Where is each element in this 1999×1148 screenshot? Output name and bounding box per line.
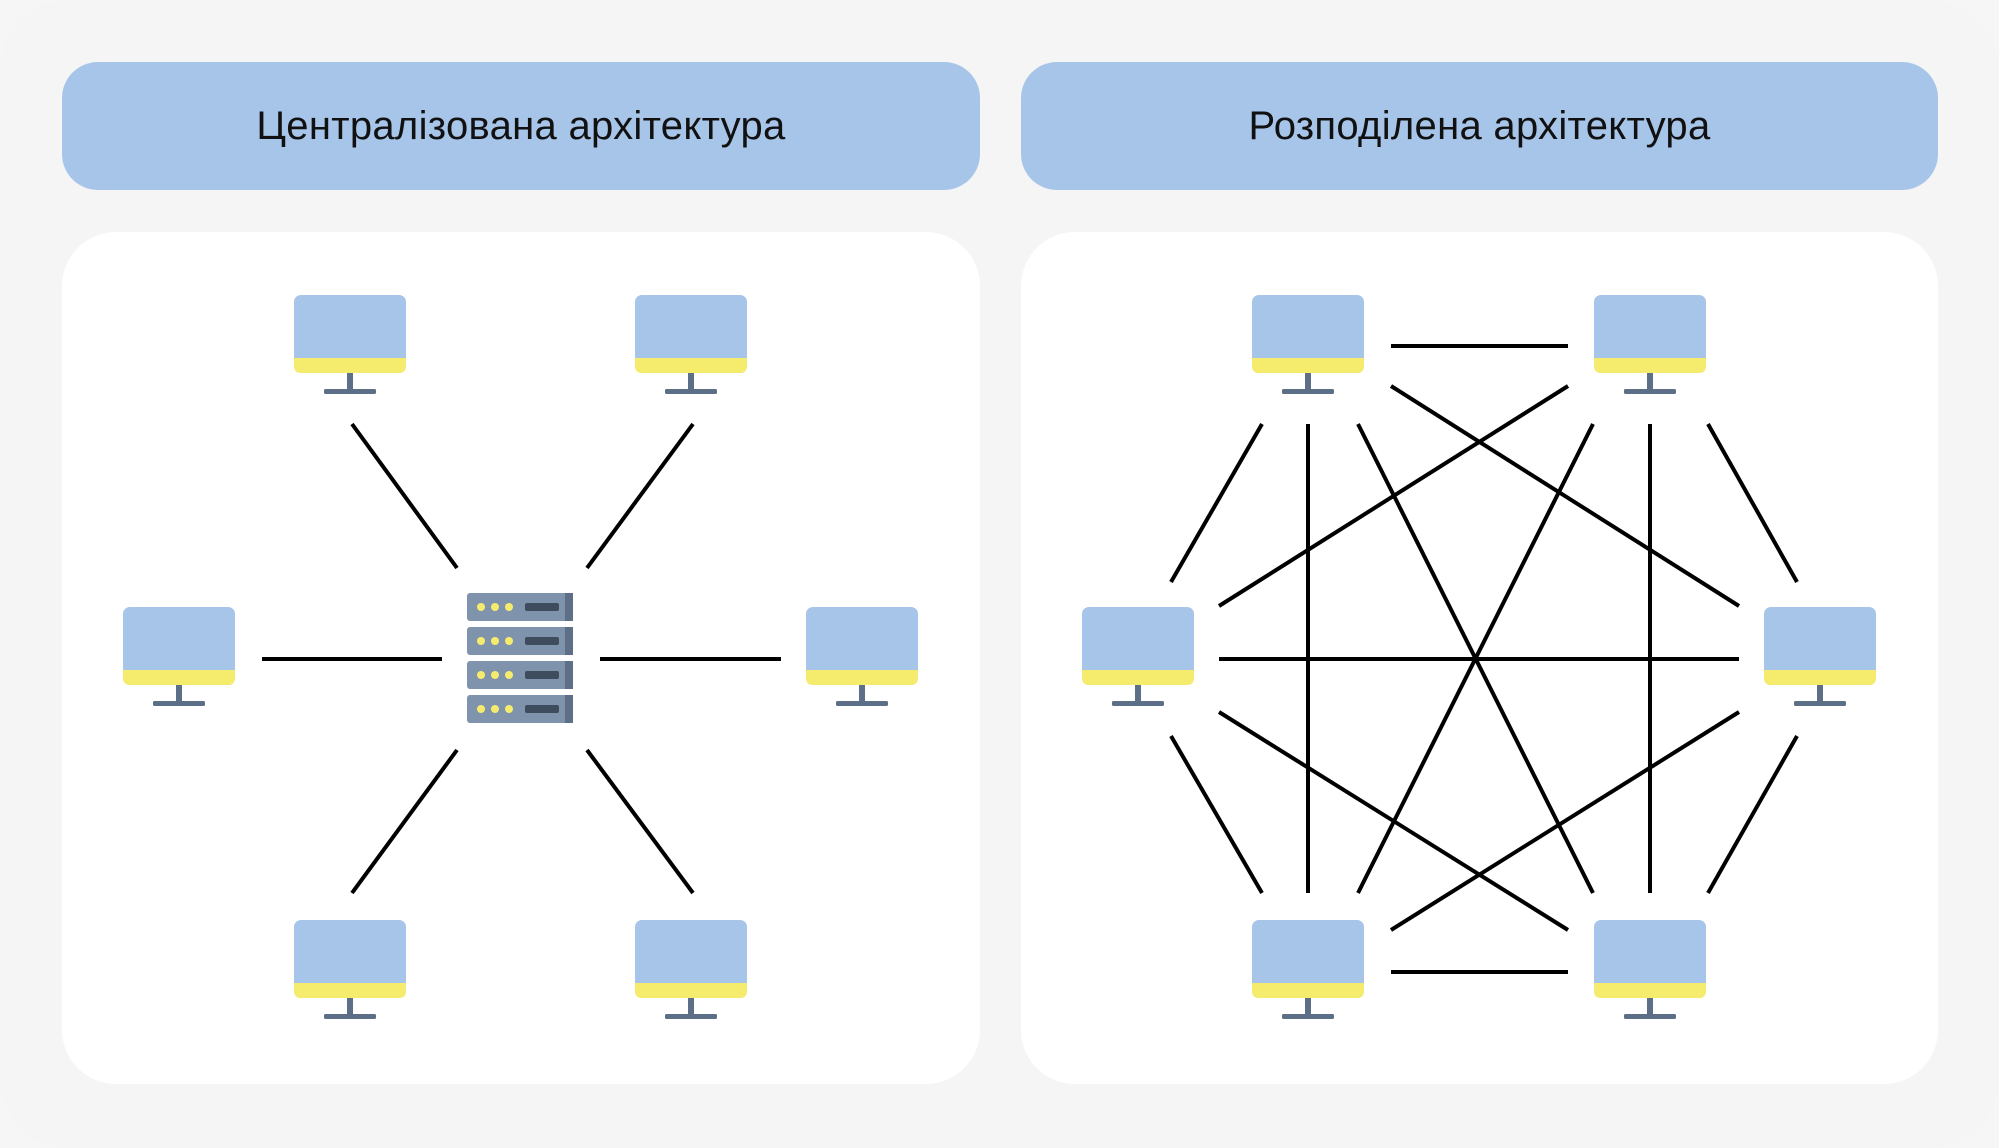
edge-tr-ml bbox=[1217, 384, 1570, 608]
distributed-edges bbox=[1169, 344, 1799, 974]
distributed-title-banner: Розподілена архітектура bbox=[1021, 62, 1938, 190]
edge-server-bottom-left bbox=[350, 748, 459, 895]
edge-tl-mr bbox=[1389, 384, 1741, 608]
centralized-title-banner: Централізована архітектура bbox=[62, 62, 980, 190]
edge-mr-bl bbox=[1389, 710, 1741, 932]
edge-tr-bl bbox=[1356, 423, 1595, 894]
edge-tl-ml bbox=[1169, 423, 1264, 583]
monitor-icon bbox=[635, 295, 747, 394]
monitor-icon bbox=[294, 295, 406, 394]
server-unit bbox=[467, 661, 573, 689]
distributed-title: Розподілена архітектура bbox=[1248, 103, 1711, 148]
edge-server-top-left bbox=[350, 422, 459, 570]
edge-server-top-right bbox=[585, 422, 695, 570]
centralized-title: Централізована архітектура bbox=[256, 103, 786, 148]
server-rack-icon bbox=[467, 593, 573, 723]
centralized-edges bbox=[262, 422, 781, 895]
monitor-icon bbox=[1082, 607, 1194, 706]
monitor-icon bbox=[635, 920, 747, 1019]
server-unit bbox=[467, 695, 573, 723]
monitor-icon bbox=[1252, 920, 1364, 1019]
monitor-icon bbox=[123, 607, 235, 706]
edge-mr-br bbox=[1706, 735, 1799, 894]
edge-ml-bl bbox=[1169, 734, 1264, 895]
server-unit bbox=[467, 593, 573, 621]
edge-tr-mr bbox=[1706, 423, 1799, 583]
monitor-icon bbox=[1594, 295, 1706, 394]
edge-ml-br bbox=[1217, 710, 1570, 932]
monitor-icon bbox=[1252, 295, 1364, 394]
monitor-icon bbox=[294, 920, 406, 1019]
server-unit bbox=[467, 627, 573, 655]
monitor-icon bbox=[806, 607, 918, 706]
centralized-nodes bbox=[123, 295, 918, 1019]
edge-server-bottom-right bbox=[585, 748, 695, 895]
monitor-icon bbox=[1594, 920, 1706, 1019]
monitor-icon bbox=[1764, 607, 1876, 706]
